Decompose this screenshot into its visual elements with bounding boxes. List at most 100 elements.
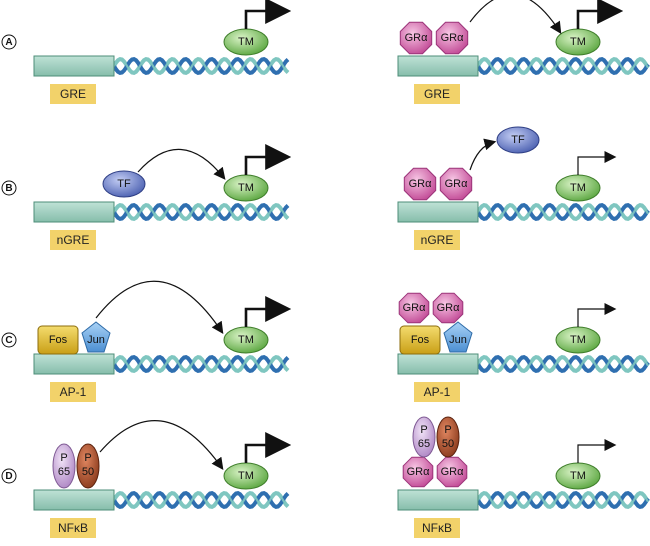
tf-label: TF	[511, 134, 525, 146]
gr-alpha-label: GRα	[445, 178, 469, 190]
gr-alpha-label: GRα	[407, 466, 431, 478]
gr-alpha-shape	[398, 292, 430, 324]
dna-strand-highlight	[477, 57, 649, 75]
activation-arrow	[469, 0, 562, 35]
tag-label: GRE	[60, 87, 86, 101]
transcription-machinery: TM	[223, 296, 292, 354]
dna-strand-front	[112, 56, 290, 76]
transcription-start-arrow	[244, 432, 292, 463]
tm-label: TM	[238, 334, 254, 346]
activation-arrow	[95, 280, 224, 334]
fos-shape	[399, 325, 441, 355]
tag-label: NFκB	[58, 521, 88, 535]
row-badge-c: C	[1, 332, 17, 348]
p65-subunit: P65	[52, 443, 76, 489]
response-element-box	[33, 489, 115, 511]
tag-label: nGRE	[57, 233, 90, 247]
gr-alpha-label: GRα	[441, 466, 465, 478]
activation-arrow	[99, 420, 224, 470]
tm-label: TM	[570, 182, 586, 194]
p50-label-p: P	[444, 424, 451, 436]
row-badge-a: A	[1, 34, 17, 50]
dna-strand-highlight	[113, 355, 289, 373]
tag-background	[50, 84, 96, 104]
response-element-tag: NFκB	[50, 518, 96, 538]
row-badge-b: B	[1, 180, 17, 196]
transcription-start-arrow	[244, 144, 292, 175]
tag-background	[414, 84, 460, 104]
dna-strand-front	[476, 354, 650, 374]
transcription-machinery: TM	[555, 303, 617, 354]
activation-arrow	[137, 148, 226, 180]
tag-label: AP-1	[424, 385, 451, 399]
jun-shape	[81, 321, 111, 353]
dna-strand-highlight	[113, 491, 289, 509]
row-badge-d: D	[1, 468, 17, 484]
transcription-start-arrow	[577, 439, 617, 463]
gr-alpha-label: GRα	[409, 178, 433, 190]
p50-label-num: 50	[82, 466, 94, 478]
transcription-machinery: TM	[555, 439, 617, 490]
response-element-tag: AP-1	[50, 382, 96, 402]
transcription-start-arrow	[244, 0, 292, 29]
response-element-tag: GRE	[50, 84, 96, 104]
row-badge-circle	[1, 468, 17, 484]
dna-helix	[476, 56, 650, 76]
jun-shape	[443, 321, 473, 353]
response-element-box	[33, 201, 115, 223]
transcription-machinery: TM	[223, 0, 292, 56]
dna-strand-highlight	[477, 491, 649, 509]
p65-ellipse	[412, 416, 436, 458]
dna-strand-highlight	[113, 57, 289, 75]
gr-alpha-shape	[432, 292, 464, 324]
gr-alpha-label: GRα	[405, 32, 429, 44]
tag-label: GRE	[424, 87, 450, 101]
tag-background	[414, 382, 460, 402]
gr-alpha-label: GRα	[437, 302, 461, 314]
p50-subunit: P 50	[76, 443, 100, 489]
p65-label-p: P	[60, 452, 67, 464]
gr-alpha-monomer: GRα	[436, 456, 468, 488]
dna-helix	[112, 490, 290, 510]
gr-alpha-monomer: GRα	[398, 292, 430, 324]
tag-background	[50, 230, 96, 250]
dna-strand-highlight	[477, 355, 649, 373]
tm-label: TM	[238, 470, 254, 482]
tm-label: TM	[570, 36, 586, 48]
tf-ellipse	[102, 170, 146, 198]
p65-label-num: 65	[418, 438, 430, 450]
p65-subunit: P65	[412, 416, 436, 458]
transcription-start-arrow	[244, 296, 292, 327]
dna-strand-front	[476, 202, 650, 222]
transcription-factor-displaced: TF	[496, 126, 540, 154]
response-element-box	[397, 55, 479, 77]
jun-label: Jun	[449, 334, 467, 346]
row-badge-circle	[1, 180, 17, 196]
response-element-tag: nGRE	[50, 230, 96, 250]
row-badge-letter: A	[5, 37, 12, 48]
gr-alpha-shape	[399, 21, 433, 55]
tag-background	[50, 382, 96, 402]
fos-label: Fos	[411, 334, 430, 346]
jun-label: Jun	[87, 334, 105, 346]
gr-alpha-monomer: GRα	[403, 167, 437, 201]
gr-alpha-monomer: GRα	[439, 167, 473, 201]
dna-strand-front	[112, 490, 290, 510]
tm-label: TM	[570, 470, 586, 482]
gr-alpha-shape	[435, 21, 469, 55]
row-badge-letter: C	[5, 335, 12, 346]
dna-helix	[476, 354, 650, 374]
transcription-start-arrow	[576, 0, 624, 29]
p50-label-p: P	[84, 452, 91, 464]
tag-background	[50, 518, 96, 538]
dna-strand-highlight	[113, 203, 289, 221]
panel-right-row-c: AP-1 TM Fos Jun GRα GRα	[397, 292, 650, 402]
p50-label-num: 50	[442, 438, 454, 450]
tm-label: TM	[570, 334, 586, 346]
dna-helix	[476, 490, 650, 510]
